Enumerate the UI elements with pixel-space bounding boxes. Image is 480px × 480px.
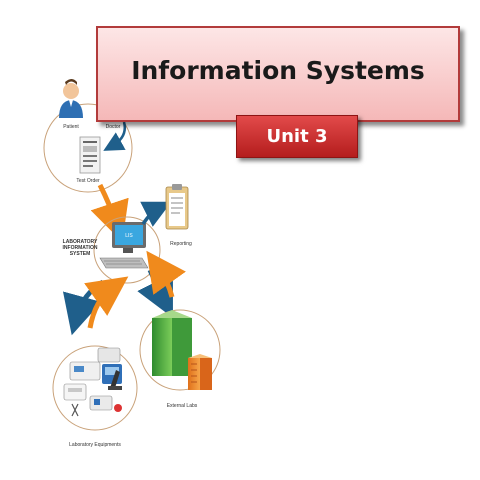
computer-icon [99, 222, 158, 270]
lis-monitor-label: LIS [125, 233, 133, 239]
external-labs-circle [139, 309, 221, 391]
slide-subtitle: Unit 3 [266, 126, 328, 147]
patient-doctor-circle [43, 103, 133, 193]
lis-label-line2: INFORMATION [63, 245, 98, 251]
external-to-lis-arrow [146, 250, 186, 298]
unit-badge: Unit 3 [236, 115, 358, 158]
doctor-to-order-arrow [103, 121, 126, 151]
order-to-lis-arrow [90, 183, 129, 242]
slide-title: Information Systems [131, 55, 425, 85]
lis-to-reporting-arrow [140, 201, 172, 227]
title-banner: Information Systems [96, 26, 460, 122]
lab-equipment-node [52, 345, 138, 431]
lab-equipment-icon [63, 347, 122, 417]
reporting-clipboard-icon [165, 184, 189, 230]
patient-label: Patient [63, 124, 79, 130]
patient-icon [59, 79, 83, 118]
lis-label-line3: SYSTEM [70, 251, 91, 257]
external-labs-node [139, 309, 221, 391]
external-labs-label: External Labs [167, 403, 198, 409]
lis-label-line1: LABORATORY [63, 239, 98, 245]
lis-node: LIS [93, 216, 161, 284]
test-order-form-icon [79, 136, 101, 174]
reporting-label: Reporting [170, 241, 192, 247]
equipment-to-lis-arrow [84, 276, 129, 329]
doctor-label: Doctor [106, 124, 121, 130]
test-order-label: Test Order [76, 178, 100, 184]
building-icon [152, 310, 212, 390]
lab-equipment-circle [52, 345, 138, 431]
lab-equipment-label: Laboratory Equipments [69, 442, 121, 448]
